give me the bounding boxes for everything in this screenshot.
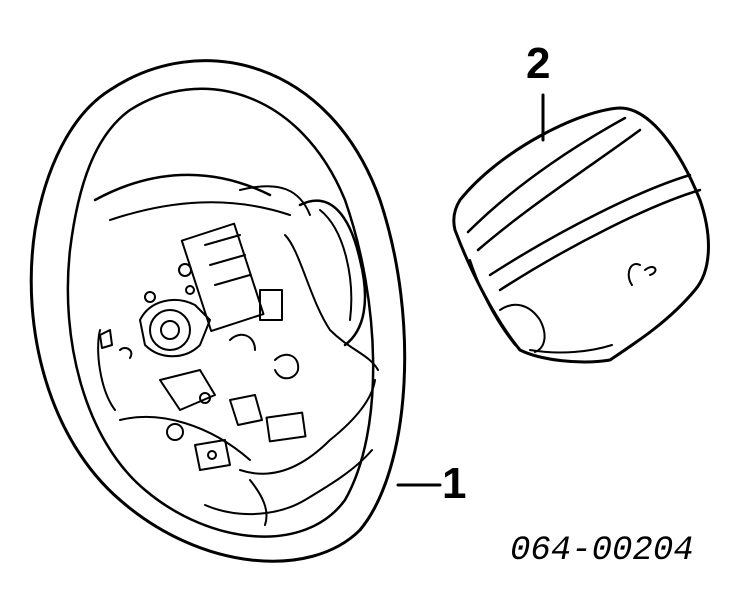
diagram-part-number: 064-00204 — [510, 532, 694, 570]
wheel-rim-inner — [66, 87, 375, 538]
callout-number-1: 1 — [442, 459, 467, 508]
wheel-rim-outer — [29, 59, 407, 563]
wheel-hub-mechanism — [99, 222, 307, 471]
steering-wheel — [29, 59, 407, 563]
airbag-outline — [452, 106, 710, 364]
callout-number-2: 2 — [526, 39, 551, 88]
airbag-module — [452, 106, 710, 364]
